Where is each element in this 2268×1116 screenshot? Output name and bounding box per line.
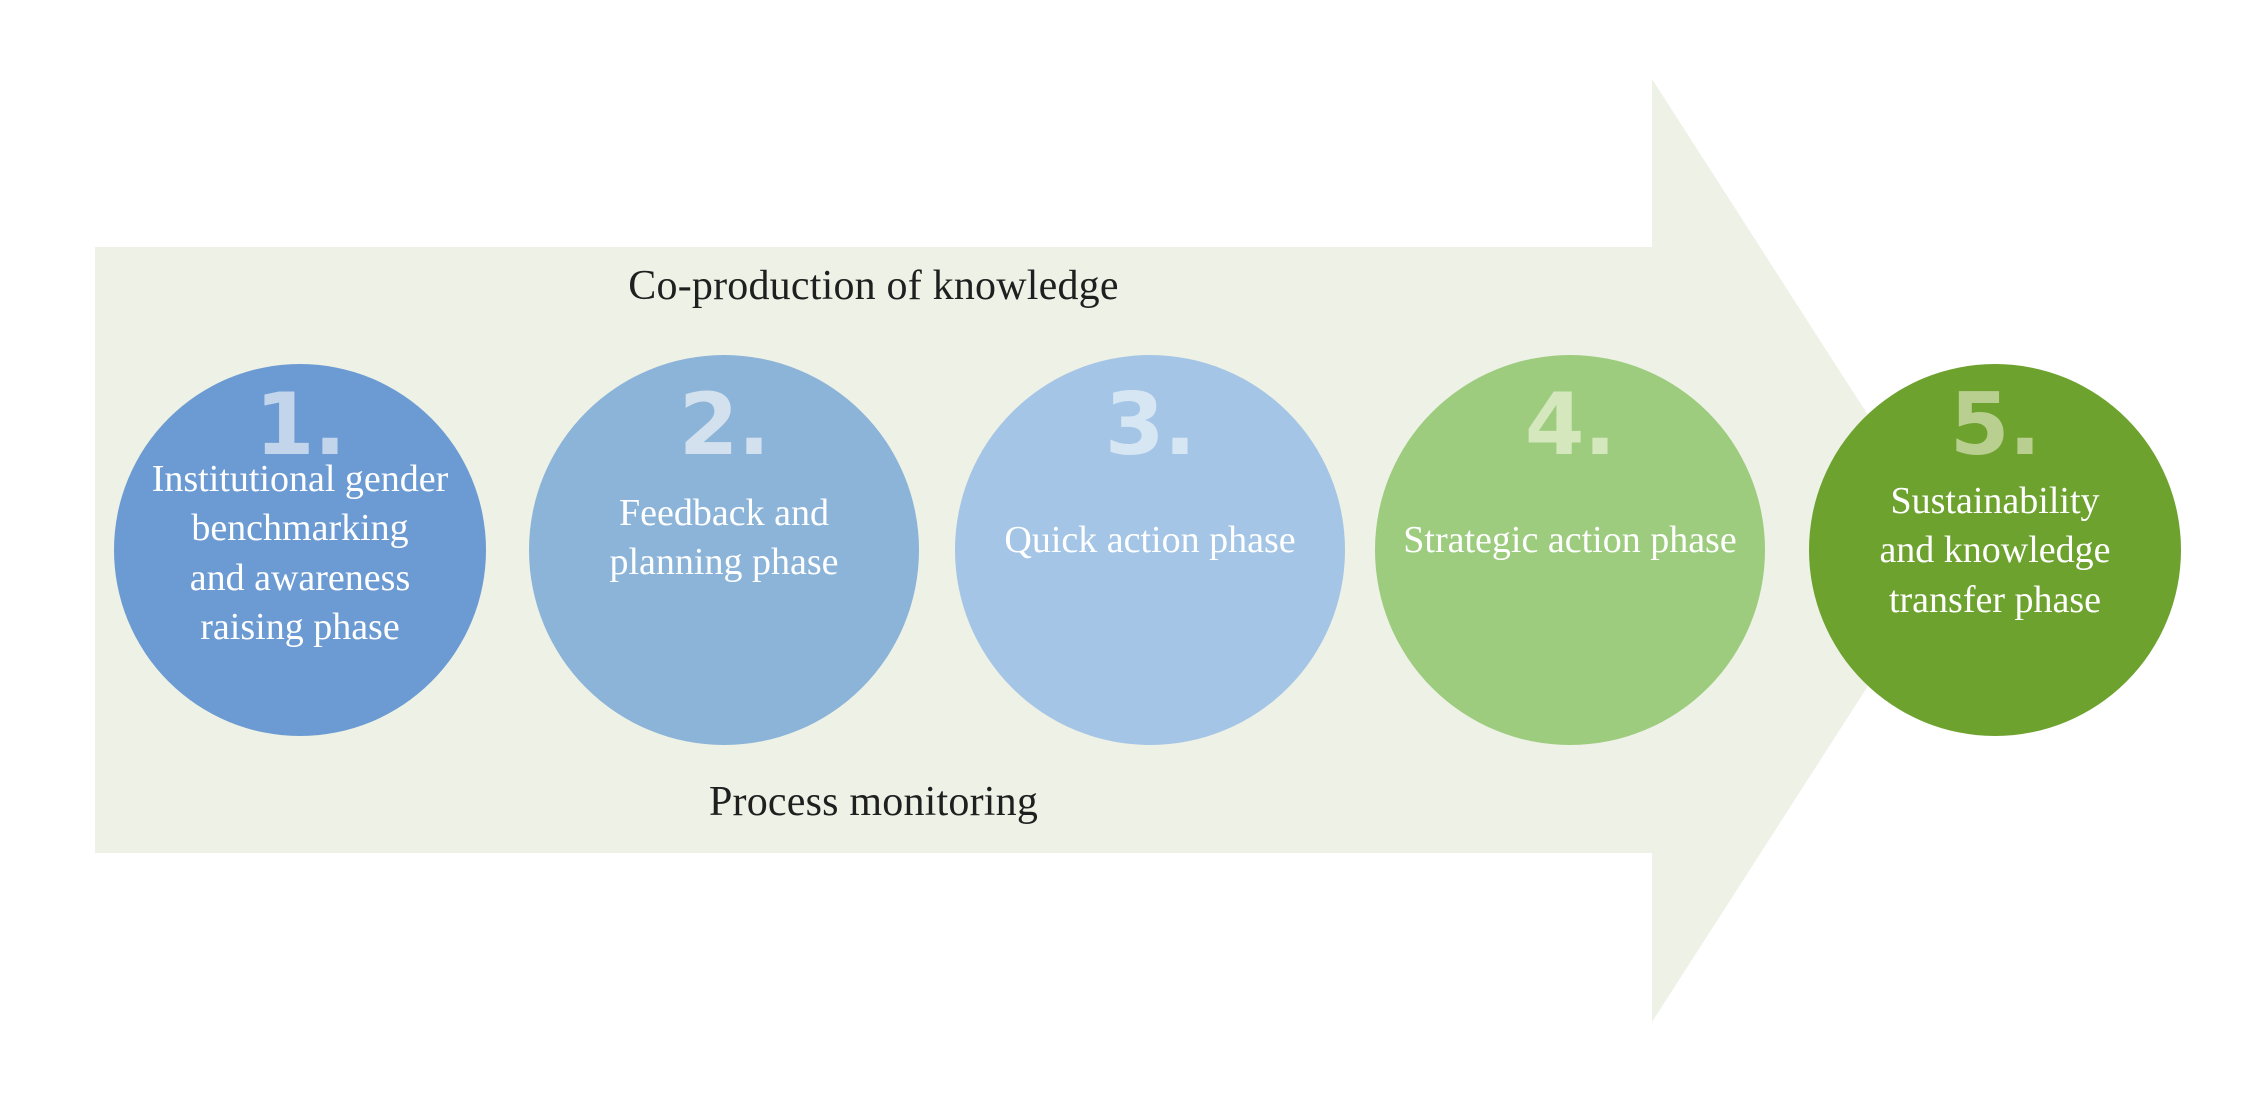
phase-label-2: Feedback and planning phase xyxy=(609,492,839,584)
phase-number-5: 5. xyxy=(1949,375,2042,475)
phase-circle-2[interactable]: 2. Feedback and planning phase xyxy=(529,355,919,745)
phase-number-4: 4. xyxy=(1524,375,1617,475)
phase-label-1: Institutional gender benchmarking and aw… xyxy=(151,458,449,649)
phase-label-4: Strategic action phase xyxy=(1403,519,1737,561)
phase-circle-5[interactable]: 5. Sustainability and knowledge transfer… xyxy=(1809,364,2181,736)
process-monitoring-label: Process monitoring xyxy=(708,779,1039,825)
phase-number-2: 2. xyxy=(678,375,771,475)
phase-label-5: Sustainability and knowledge transfer ph… xyxy=(1879,480,2111,621)
phase-number-3: 3. xyxy=(1104,375,1197,475)
co-production-label: Co-production of knowledge xyxy=(628,263,1119,309)
phase-number-1: 1. xyxy=(254,375,347,475)
phase-label-3: Quick action phase xyxy=(1004,519,1296,561)
phase-circle-4[interactable]: 4. Strategic action phase xyxy=(1375,355,1765,745)
phase-circle-1[interactable]: 1. Institutional gender benchmarking and… xyxy=(114,364,486,736)
phase-circle-3[interactable]: 3. Quick action phase xyxy=(955,355,1345,745)
